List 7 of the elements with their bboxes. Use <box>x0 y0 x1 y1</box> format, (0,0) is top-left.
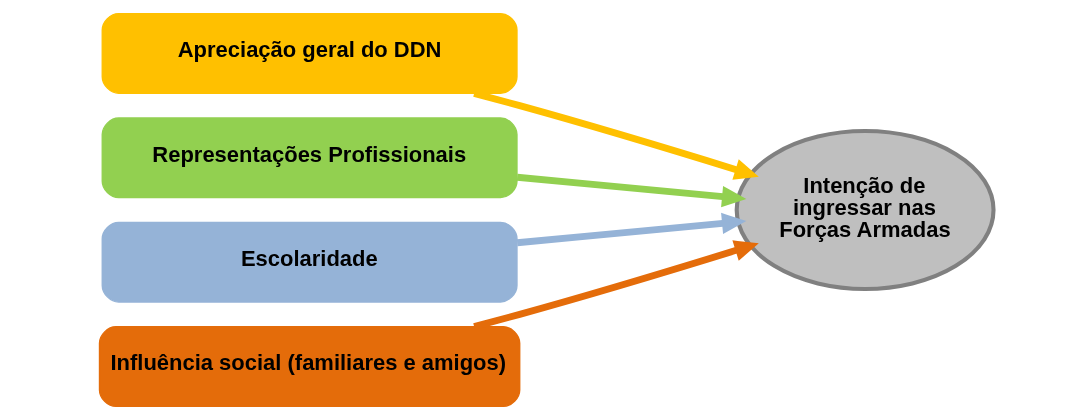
node-ellipse: Intenção de ingressar nas Forças Armadas <box>734 129 996 291</box>
node-box: Representações Profissionais <box>101 117 518 199</box>
node-box: Escolaridade <box>101 221 518 303</box>
arrow <box>516 212 746 247</box>
node-box: Influência social (familiares e amigos) <box>98 326 520 408</box>
arrow <box>516 173 746 208</box>
node-box: Apreciação geral do DDN <box>101 12 518 94</box>
